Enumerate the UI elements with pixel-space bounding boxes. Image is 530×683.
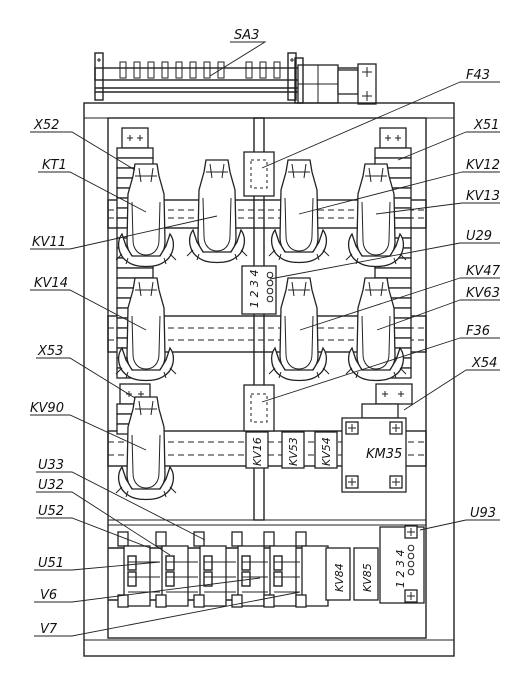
label-kv11: KV11 [32, 235, 66, 250]
label-kv13: KV13 [466, 189, 500, 204]
svg-text:KM35: KM35 [366, 447, 402, 462]
fuse-f43 [243, 151, 275, 197]
relay-kv54: KV54 [314, 431, 338, 469]
label-kt1: KT1 [42, 158, 67, 173]
label-x52: X52 [33, 118, 59, 133]
label-u93: U93 [470, 506, 496, 521]
relay-kv16: KV16 [245, 431, 269, 469]
label-u33: U33 [38, 458, 64, 473]
switch-sa3 [94, 52, 377, 105]
callout-labels: SA3 F43 X52 X51 KT1 KV12 KV13 KV11 U29 K… [30, 28, 501, 637]
relay-kv12 [268, 159, 330, 264]
svg-text:KV85: KV85 [361, 563, 374, 592]
terminal-strip-x52 [116, 127, 154, 379]
label-sa3: SA3 [234, 28, 259, 43]
label-v7: V7 [40, 622, 58, 637]
relay-kv47 [268, 277, 330, 382]
label-u52: U52 [38, 504, 64, 519]
label-kv90: KV90 [30, 401, 64, 416]
contactor-km35: KM35 [341, 417, 407, 493]
terminal-strip-x51 [374, 127, 412, 379]
relay-kv84: KV84 [325, 547, 351, 601]
svg-text:KV16: KV16 [251, 437, 264, 466]
label-kv63: KV63 [466, 286, 500, 301]
label-u29: U29 [466, 229, 492, 244]
label-f43: F43 [466, 68, 490, 83]
svg-text:KV84: KV84 [333, 563, 346, 592]
fuse-f36 [243, 384, 275, 432]
label-f36: F36 [466, 324, 490, 339]
label-kv12: KV12 [466, 158, 500, 173]
rectifier-modules [108, 531, 329, 608]
label-kv47: KV47 [466, 264, 501, 279]
relay-kv85: KV85 [353, 547, 379, 601]
svg-text:KV54: KV54 [320, 437, 333, 466]
relay-kv11 [186, 159, 248, 264]
u93-digits: 1 2 3 4 [394, 550, 407, 588]
terminal-strip-x54 [361, 383, 413, 419]
label-v6: V6 [40, 588, 57, 603]
module-u93: 1 2 3 4 [379, 525, 425, 604]
module-u29: 1 2 3 4 [241, 265, 277, 315]
label-u51: U51 [38, 556, 64, 571]
u29-digits: 1 2 3 4 [248, 270, 261, 308]
relay-kv53: KV53 [281, 431, 305, 469]
svg-text:KV53: KV53 [287, 437, 300, 466]
label-kv14: KV14 [34, 276, 68, 291]
label-x53: X53 [37, 344, 63, 359]
label-x51: X51 [473, 118, 499, 133]
label-u32: U32 [38, 478, 64, 493]
leader-lines [30, 41, 500, 637]
label-x54: X54 [471, 356, 497, 371]
